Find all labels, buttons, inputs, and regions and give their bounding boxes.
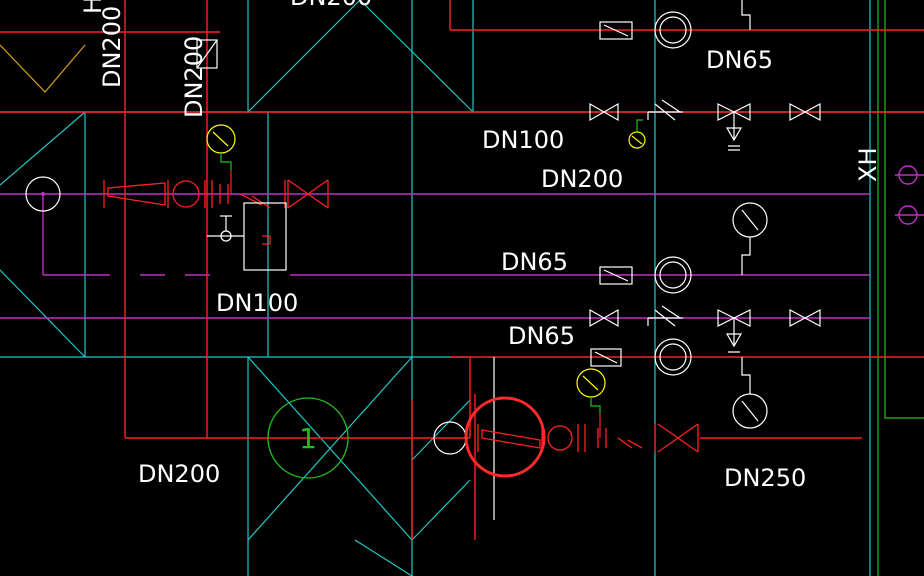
pump-symbol-left [25, 176, 61, 212]
gate-valve-icons [589, 99, 821, 353]
highlight-circle[interactable] [464, 396, 546, 478]
label-dn200-mid: DN200 [541, 165, 623, 193]
label-dn200-top-cut: DN200 [290, 0, 372, 11]
label-dn250: DN250 [724, 464, 806, 492]
label-dn200-vertical-a: DN200 [98, 6, 126, 88]
white-lines [493, 357, 495, 520]
label-elevation: H0.000 [79, 0, 107, 14]
gauge-risers [230, 170, 601, 438]
tank-box [207, 202, 287, 271]
label-dn65-low: DN65 [508, 322, 575, 350]
label-dn100-top: DN100 [482, 126, 564, 154]
pump-number: 1 [299, 422, 317, 455]
equipment-outline [877, 0, 924, 576]
red-pipes [0, 0, 924, 540]
label-dn65-mid: DN65 [501, 248, 568, 276]
label-dn65-top: DN65 [706, 46, 773, 74]
label-xh: XH [854, 148, 882, 183]
gauge-stems [220, 119, 643, 414]
label-dn200-vertical-b: DN200 [180, 36, 208, 118]
pressure-gauge-icons [732, 0, 768, 429]
valve-train-lower [477, 423, 699, 453]
flow-switch-icons [196, 21, 633, 367]
water-meter-icons [654, 11, 692, 376]
pipe-labels: DN100 DN200 DN65 DN65 DN65 DN100 DN200 D… [79, 0, 882, 492]
valve-train-upper [103, 179, 329, 209]
pump-number-marker: 1 [267, 397, 349, 479]
label-dn100-left: DN100 [216, 289, 298, 317]
magenta-pipes [0, 165, 924, 319]
label-dn200-bottom: DN200 [138, 460, 220, 488]
